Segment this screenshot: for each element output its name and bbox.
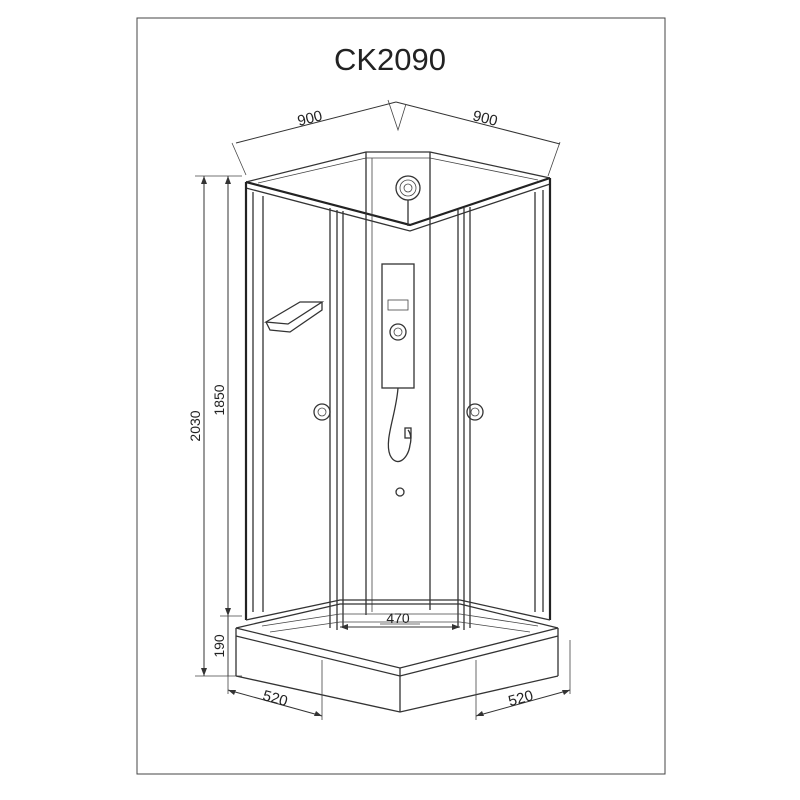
- left-door-frame: [244, 182, 344, 630]
- front-dimension-lines: [340, 624, 460, 630]
- model-title: CK2090: [334, 42, 446, 77]
- drawing-border: [136, 17, 666, 775]
- shower-tray: [235, 599, 559, 713]
- dimension-top-left: 900: [296, 107, 324, 130]
- dimension-bottom-left: 520: [261, 687, 290, 710]
- dimension-tray-height: 190: [211, 634, 227, 658]
- bottom-dimension-lines: [227, 640, 571, 720]
- shower-head-icon: [395, 175, 421, 226]
- left-dimension-lines: [195, 175, 242, 677]
- door-handle-right-icon: [466, 403, 484, 421]
- cabin-top-frame: [245, 151, 551, 232]
- dimension-front-width: 470: [386, 610, 410, 626]
- door-handle-left-icon: [313, 403, 331, 421]
- back-column: [365, 152, 431, 615]
- top-dimension-lines: [231, 99, 561, 177]
- control-panel: [381, 263, 415, 389]
- dimension-total-height: 2030: [187, 410, 203, 441]
- shower-hose: [387, 387, 412, 463]
- dimension-cabin-height: 1850: [211, 384, 227, 415]
- water-outlet-icon: [395, 487, 405, 497]
- dimension-bottom-right: 520: [507, 687, 536, 710]
- shelf-icon: [263, 301, 325, 333]
- dimension-top-right: 900: [471, 107, 499, 130]
